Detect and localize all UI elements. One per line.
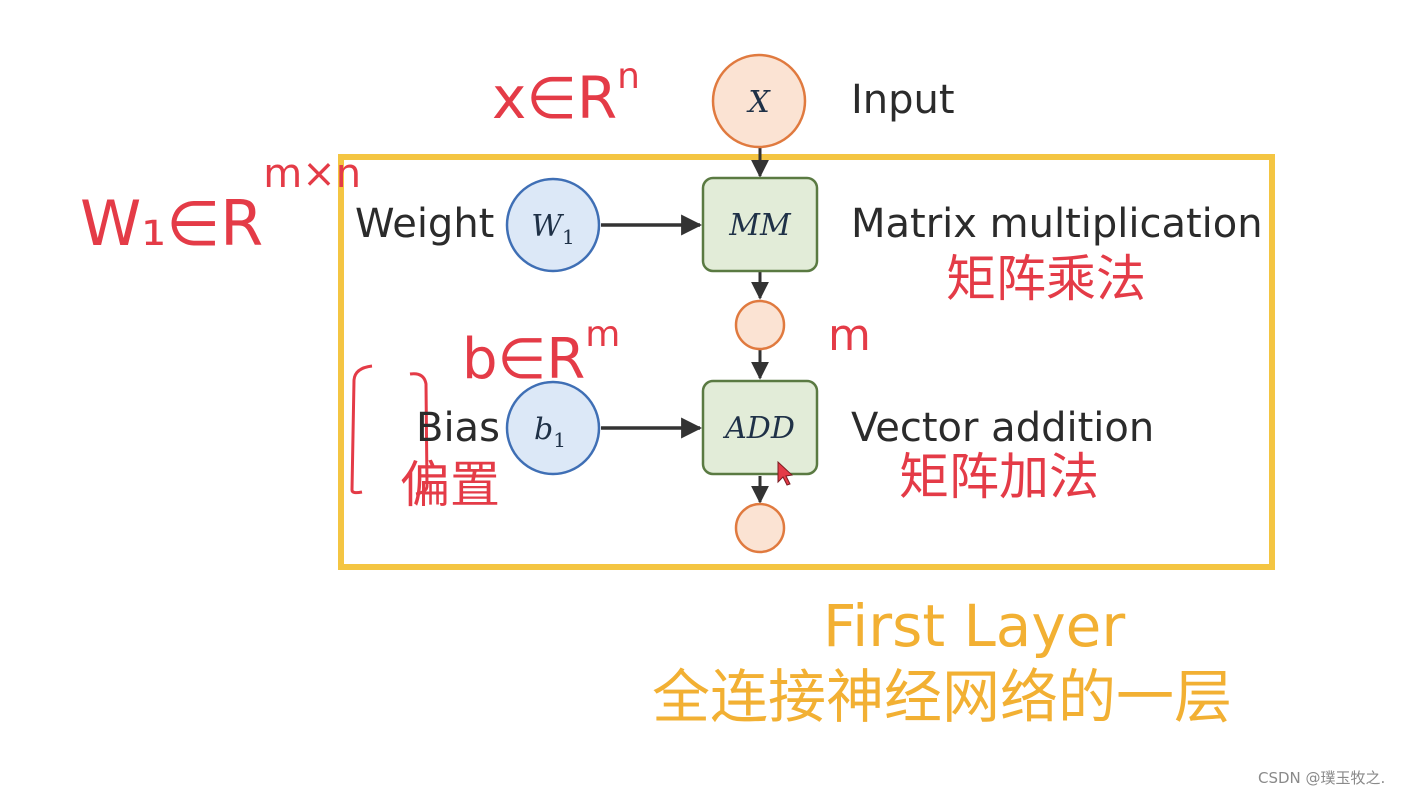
layer-title-en: First Layer — [823, 592, 1126, 660]
weight-node-label: W1 — [531, 209, 575, 249]
watermark: CSDN @璞玉牧之. — [1258, 769, 1386, 787]
hand-bracket-icon — [350, 364, 373, 495]
add-box — [701, 379, 819, 476]
matmul-box-label: MM — [728, 208, 792, 243]
input-node — [711, 53, 807, 149]
vector-add-label: Vector addition — [851, 405, 1155, 451]
annotation-m: m — [828, 310, 871, 361]
add-box-label: ADD — [722, 411, 795, 446]
weight-node — [505, 177, 601, 273]
vector-add-cn-label: 矩阵加法 — [899, 448, 1099, 506]
hidden-node — [734, 299, 786, 351]
input-node-label: X — [746, 85, 771, 120]
annotation-x-in-r: x∈Rn — [492, 56, 640, 132]
matmul-box — [701, 176, 819, 273]
first-layer-frame — [338, 154, 1275, 570]
annotation-w-in-r: W₁∈Rm×n — [80, 151, 361, 260]
weight-label: Weight — [355, 201, 495, 247]
input-label: Input — [851, 77, 955, 123]
bias-cn-label: 偏置 — [400, 456, 500, 514]
matmul-label: Matrix multiplication — [851, 201, 1263, 247]
cursor-icon — [777, 460, 794, 486]
bias-label: Bias — [416, 405, 500, 451]
bias-node-label: b1 — [534, 412, 566, 452]
bias-node — [505, 380, 601, 476]
annotation-b-in-r: b∈Rm — [462, 314, 620, 392]
hand-bracket-right-icon — [409, 372, 429, 496]
output-node — [734, 502, 786, 554]
matmul-cn-label: 矩阵乘法 — [946, 250, 1146, 308]
layer-title-cn: 全连接神经网络的一层 — [652, 663, 1233, 731]
